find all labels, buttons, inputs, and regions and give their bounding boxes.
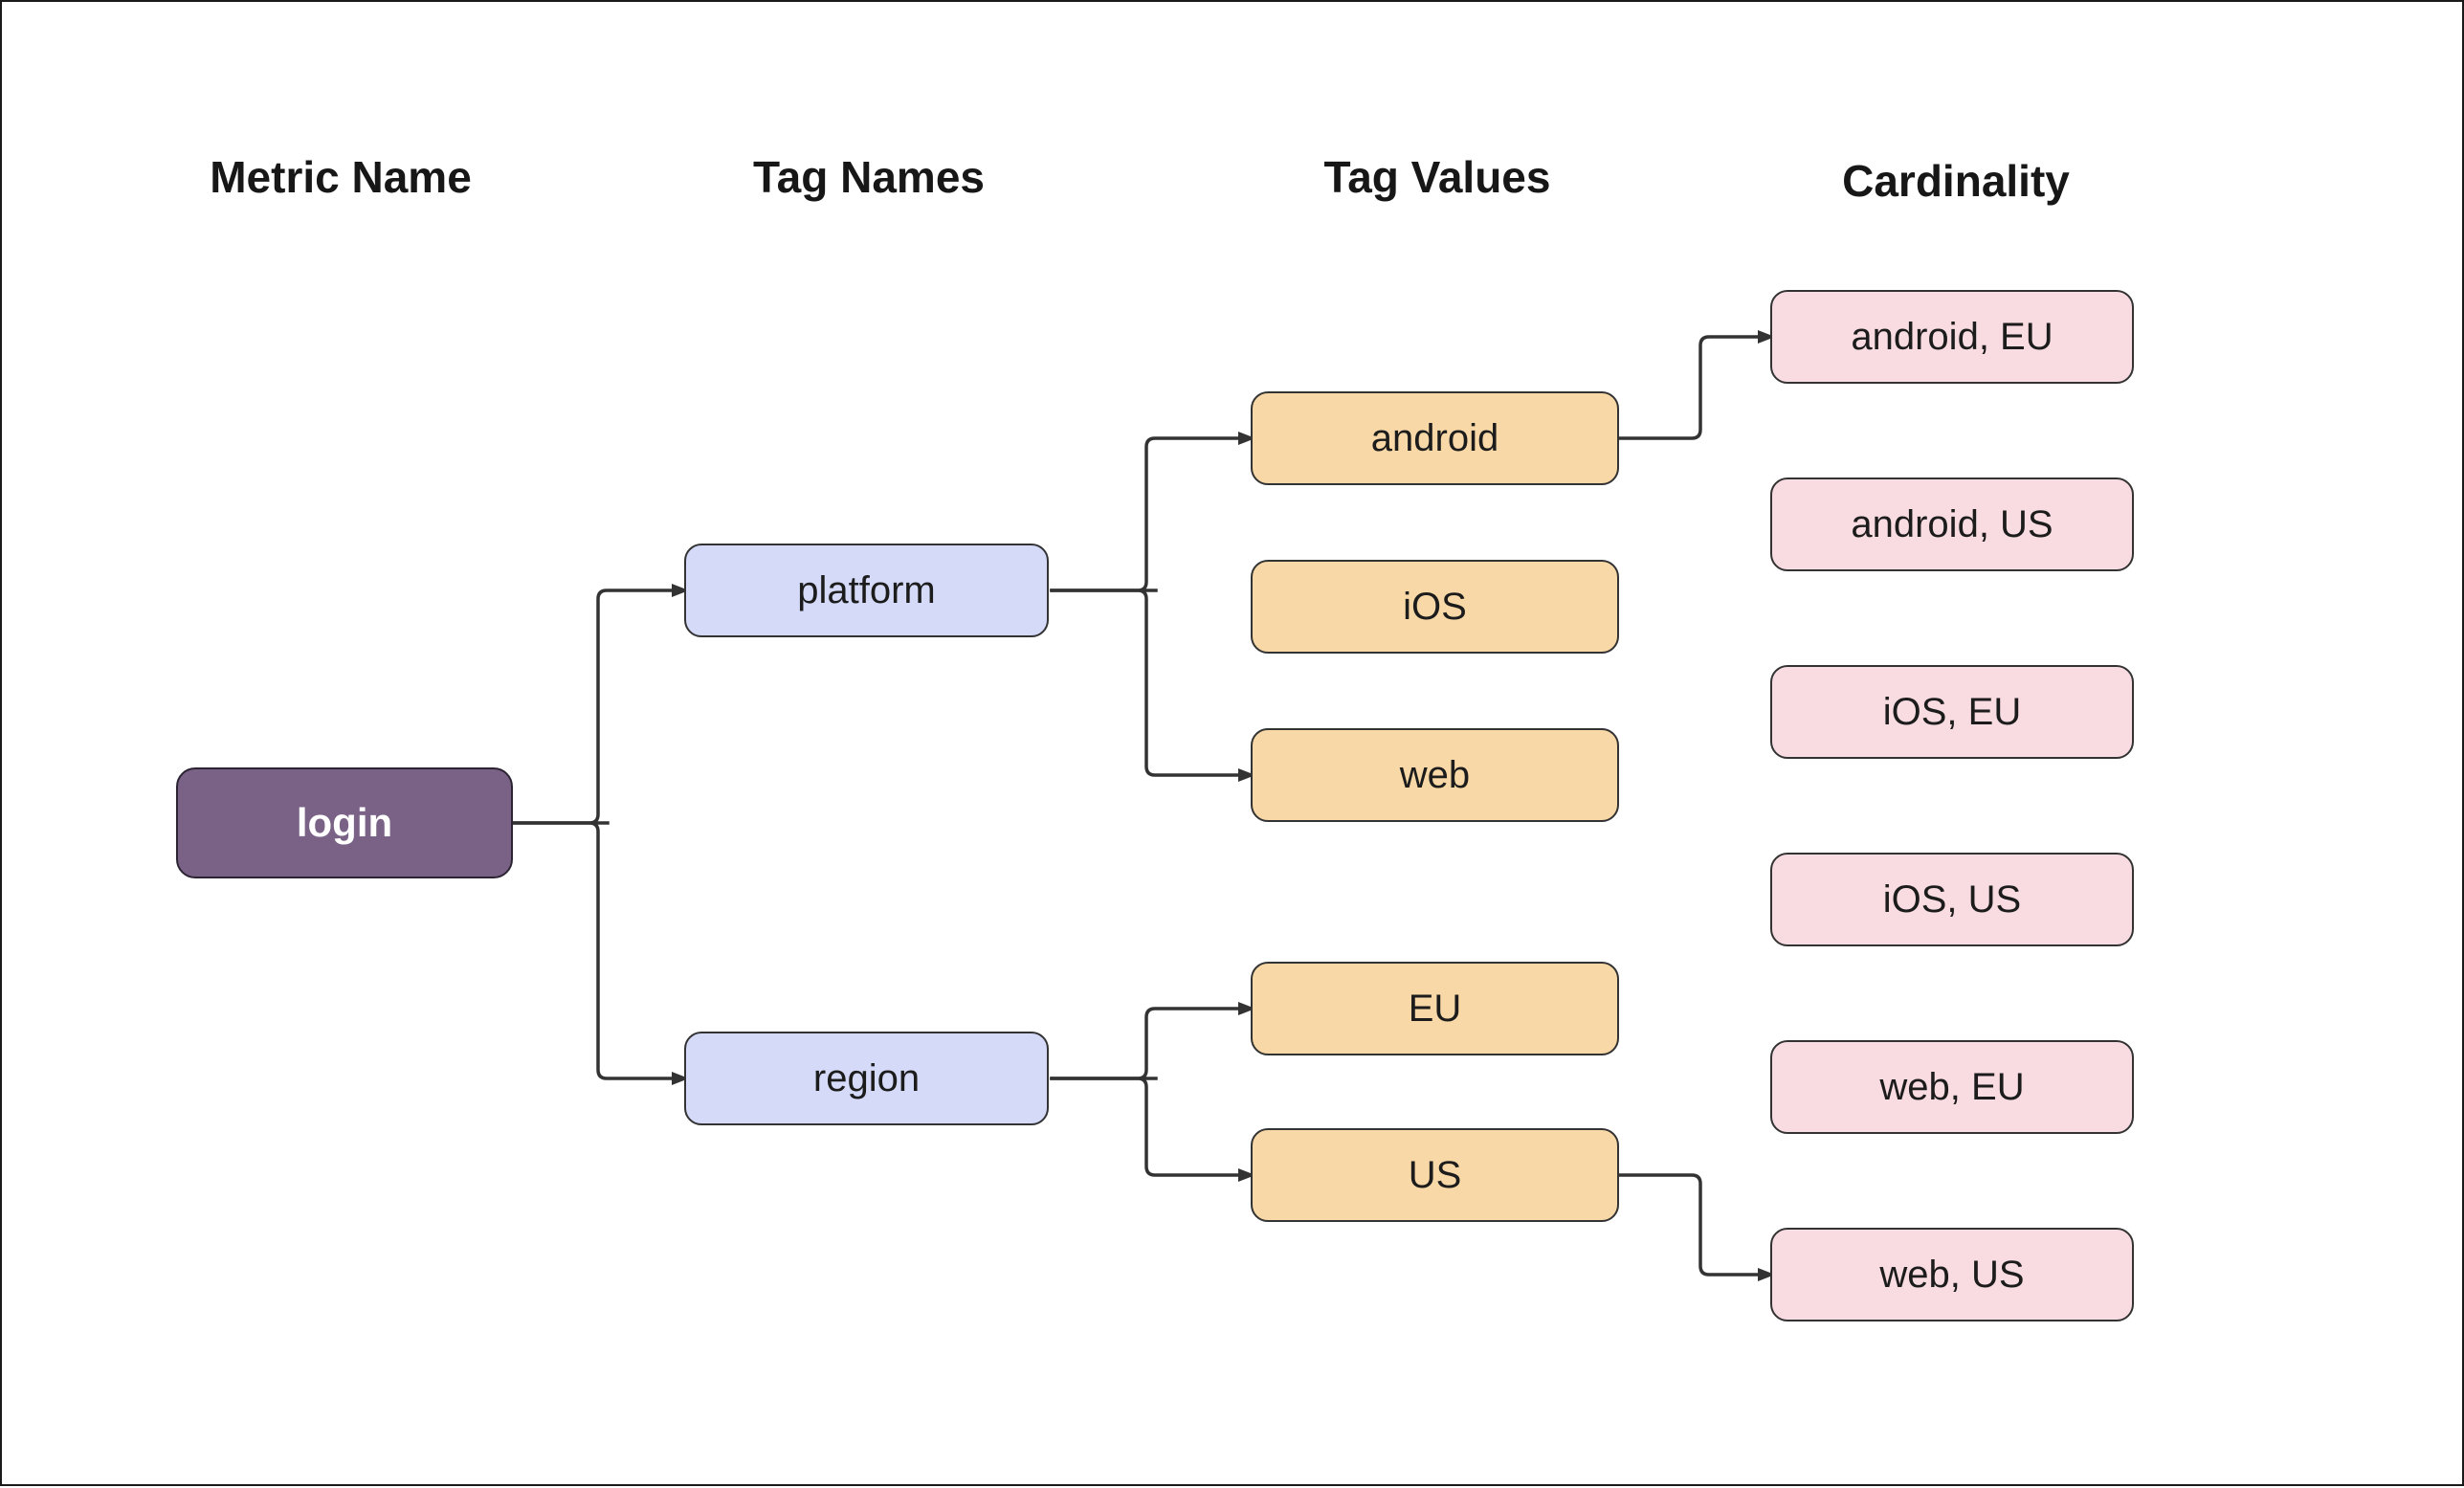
node-web: web (1251, 728, 1619, 822)
edge-us-web-us (1617, 1173, 1775, 1281)
node-platform-label: platform (797, 568, 936, 611)
edge-login-platform (511, 584, 689, 825)
node-android-eu: android, EU (1770, 290, 2134, 384)
node-android-us: android, US (1770, 477, 2134, 571)
node-platform: platform (684, 544, 1049, 637)
node-web-us-label: web, US (1879, 1253, 2025, 1296)
column-header-cardinality: Cardinality (1842, 156, 2070, 206)
node-login-label: login (296, 800, 393, 845)
node-region: region (684, 1032, 1049, 1125)
node-android-label: android (1370, 416, 1499, 459)
node-ios-label: iOS (1403, 585, 1467, 628)
node-login: login (176, 767, 513, 878)
column-header-metric-name: Metric Name (210, 152, 472, 202)
column-header-tag-names: Tag Names (752, 152, 986, 202)
node-android: android (1251, 391, 1619, 485)
edge-region-us (1050, 1077, 1255, 1182)
node-ios-us: iOS, US (1770, 853, 2134, 946)
edge-android-android-eu (1617, 330, 1775, 440)
node-us: US (1251, 1128, 1619, 1222)
node-web-us: web, US (1770, 1228, 2134, 1321)
node-us-label: US (1408, 1153, 1462, 1196)
node-ios-eu: iOS, EU (1770, 665, 2134, 759)
node-eu: EU (1251, 962, 1619, 1055)
node-web-eu-label: web, EU (1879, 1065, 2025, 1108)
edge-login-region (511, 821, 689, 1085)
node-eu-label: EU (1408, 987, 1462, 1030)
node-region-label: region (812, 1056, 921, 1099)
node-ios-eu-label: iOS, EU (1882, 690, 2022, 733)
node-web-eu: web, EU (1770, 1040, 2134, 1134)
edge-platform-web (1050, 589, 1255, 782)
node-android-eu-label: android, EU (1851, 315, 2053, 358)
node-android-us-label: android, US (1851, 502, 2053, 545)
node-ios: iOS (1251, 560, 1619, 654)
column-header-tag-values: Tag Values (1323, 152, 1551, 202)
edge-platform-android (1050, 432, 1255, 592)
node-ios-us-label: iOS, US (1882, 877, 2022, 921)
edge-region-eu (1050, 1002, 1255, 1080)
node-web-label: web (1399, 753, 1471, 796)
